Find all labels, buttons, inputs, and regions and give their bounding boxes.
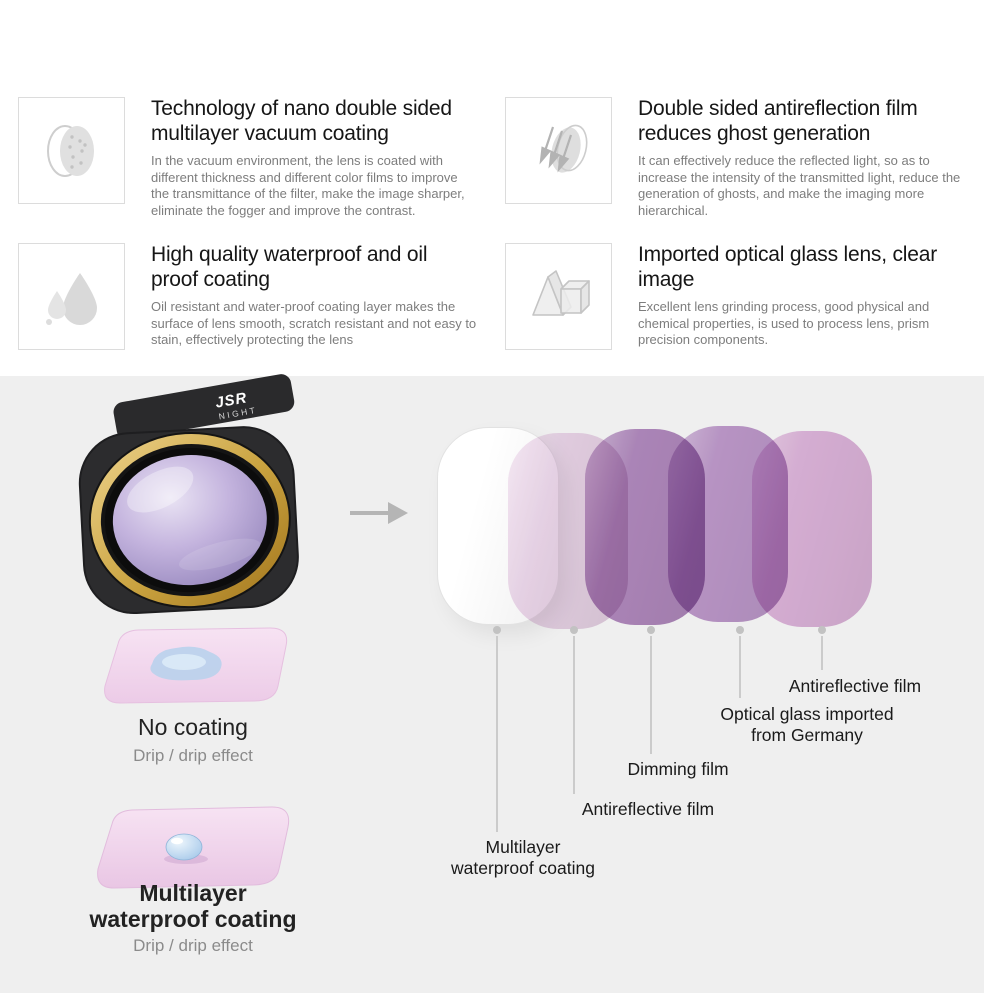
filter-body bbox=[78, 426, 299, 615]
coated-lens-icon bbox=[18, 97, 125, 204]
feature-text: Double sided antireflection film reduces… bbox=[638, 97, 964, 219]
lens-arrows-icon bbox=[505, 97, 612, 204]
leader-line bbox=[496, 636, 498, 832]
demo-title-no-coating: No coating bbox=[138, 714, 248, 740]
feature-text: Imported optical glass lens, clear image… bbox=[638, 243, 964, 349]
prism-cube-icon bbox=[505, 243, 612, 350]
layer-label-ar-back: Antireflective film bbox=[788, 676, 922, 696]
feature-optical-glass: Imported optical glass lens, clear image… bbox=[505, 243, 964, 350]
brand-logo-text: JSR bbox=[214, 389, 249, 411]
feature-body: Oil resistant and water-proof coating la… bbox=[151, 299, 477, 348]
leader-dot bbox=[570, 626, 578, 634]
feature-body: Excellent lens grinding process, good ph… bbox=[638, 299, 930, 348]
layer-label-waterproof: Multilayer waterproof coating bbox=[451, 837, 595, 879]
feature-title: Imported optical glass lens, clear image bbox=[638, 243, 938, 291]
leader-dot bbox=[818, 626, 826, 634]
water-drops-icon bbox=[18, 243, 125, 350]
layer-label-dimming: Dimming film bbox=[627, 759, 729, 779]
lens-arrows-icon-svg bbox=[538, 124, 587, 173]
feature-body: It can effectively reduce the reflected … bbox=[638, 153, 961, 218]
right-arrow-icon bbox=[350, 502, 408, 524]
feature-vacuum-coating: Technology of nano double sided multilay… bbox=[18, 97, 477, 219]
water-drops-icon-svg bbox=[45, 272, 97, 325]
feature-antireflection: Double sided antireflection film reduces… bbox=[505, 97, 964, 219]
leader-line bbox=[739, 636, 741, 698]
lens-structure-section: JSR NIGHT bbox=[0, 374, 984, 993]
coated-lens-icon-svg bbox=[46, 124, 94, 177]
layer-label-glass: Optical glass imported from Germany bbox=[720, 704, 894, 746]
feature-title: High quality waterproof and oil proof co… bbox=[151, 243, 428, 291]
layer-label-ar-front: Antireflective film bbox=[581, 799, 715, 819]
leader-dot bbox=[736, 626, 744, 634]
prism-cube-icon-svg bbox=[531, 269, 590, 316]
beaded-droplet bbox=[165, 833, 203, 861]
leader-dot bbox=[493, 626, 501, 634]
feature-body: In the vacuum environment, the lens is c… bbox=[151, 153, 465, 218]
features-section: Technology of nano double sided multilay… bbox=[18, 97, 982, 367]
layer-film-ar-back bbox=[752, 431, 872, 627]
no-coating-plate-image bbox=[104, 627, 288, 704]
demo-subtitle-multilayer: Drip / drip effect bbox=[133, 936, 253, 955]
coated-plate-image bbox=[97, 806, 290, 889]
leader-dot bbox=[647, 626, 655, 634]
leader-line bbox=[573, 636, 575, 794]
demo-title-multilayer: Multilayer waterproof coating bbox=[89, 880, 297, 933]
leader-line bbox=[821, 636, 823, 670]
feature-title: Technology of nano double sided multilay… bbox=[151, 97, 452, 145]
demo-subtitle-no-coating: Drip / drip effect bbox=[133, 746, 253, 765]
feature-title: Double sided antireflection film reduces… bbox=[638, 97, 918, 145]
feature-text: Technology of nano double sided multilay… bbox=[151, 97, 477, 219]
feature-text: High quality waterproof and oil proof co… bbox=[151, 243, 477, 349]
lens-filter-product-image: JSR NIGHT bbox=[78, 374, 299, 615]
feature-waterproof: High quality waterproof and oil proof co… bbox=[18, 243, 477, 350]
leader-line bbox=[650, 636, 652, 754]
